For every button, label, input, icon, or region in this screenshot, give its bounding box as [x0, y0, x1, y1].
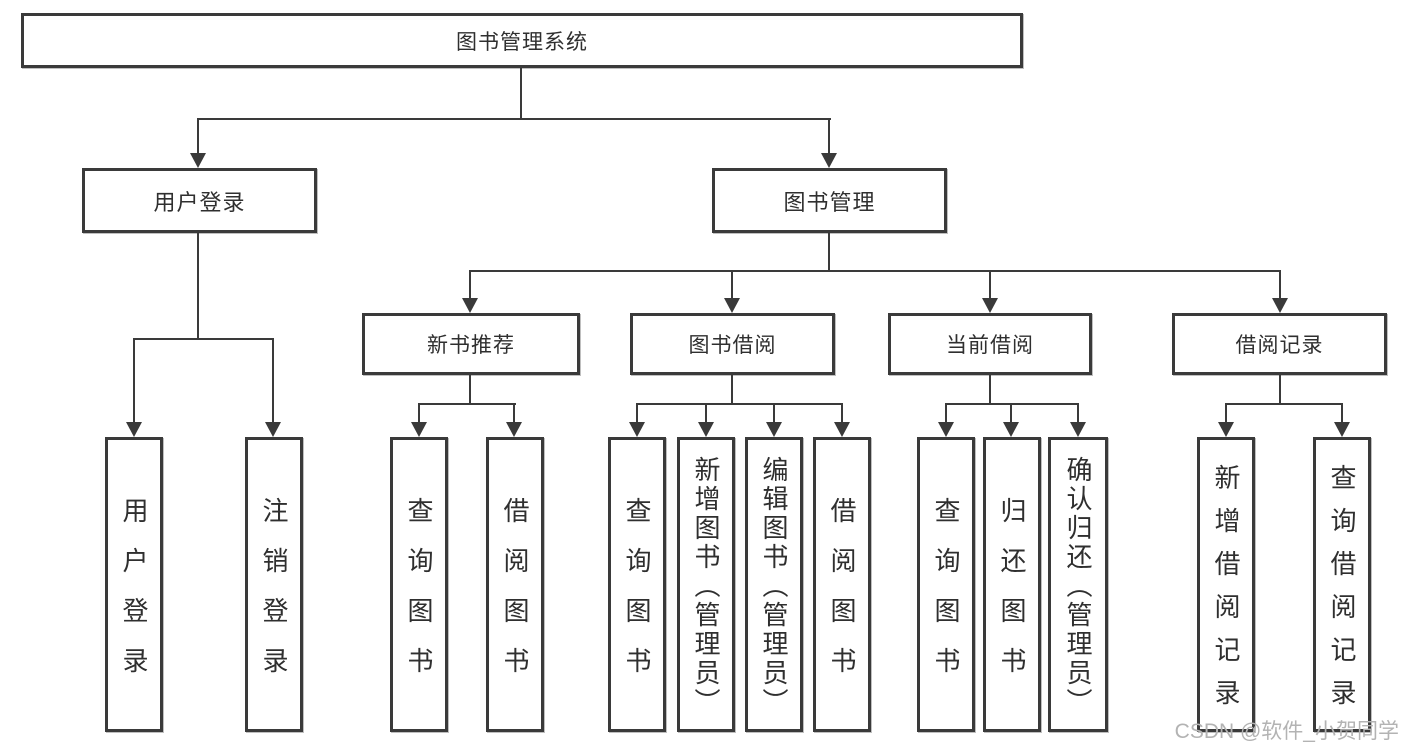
arrow-to-bookmgmt: [821, 153, 837, 168]
node-label: 图书管理: [783, 189, 876, 215]
node-label: 用户登录: [153, 189, 246, 215]
connector-records-rail: [1225, 403, 1343, 405]
leaf-query-borrow-record: 查询借阅记录: [1313, 437, 1371, 732]
arrow-to-leaf: [1003, 422, 1019, 437]
connector-login-leaf1-stem: [133, 338, 135, 423]
arrow-to-bookborrow: [724, 298, 740, 313]
connector-currentborrow-down: [989, 375, 991, 405]
arrow-to-leaf: [834, 422, 850, 437]
connector-stem: [945, 403, 947, 423]
connector-stem: [841, 403, 843, 423]
node-label: 当前借阅: [946, 334, 1034, 357]
leaf-query-books-borrow: 查询图书: [608, 437, 666, 732]
leaf-add-borrow-record: 新增借阅记录: [1197, 437, 1255, 732]
connector-stem: [1077, 403, 1079, 423]
leaf-label: 查询图书: [404, 496, 434, 697]
node-book-borrowing: 图书借阅: [630, 313, 835, 375]
connector-stem: [636, 403, 638, 423]
connector-login-rail: [133, 338, 274, 340]
connector-root-stub: [520, 68, 522, 120]
arrow-to-leaf: [766, 422, 782, 437]
connector-stem: [418, 403, 420, 423]
node-new-book-recommend: 新书推荐: [362, 313, 580, 375]
leaf-label: 新增图书（管理员）: [691, 455, 721, 717]
leaf-label: 查询借阅记录: [1327, 464, 1357, 722]
arrow-to-leaf: [1218, 422, 1234, 437]
leaf-label: 查询图书: [622, 496, 652, 697]
node-current-borrowing: 当前借阅: [888, 313, 1092, 375]
connector-bookborrow-down: [731, 375, 733, 405]
arrow-to-leaf: [698, 422, 714, 437]
connector-bookborrow-stem: [731, 270, 733, 300]
leaf-label: 借阅图书: [500, 496, 530, 697]
arrow-to-leaf: [506, 422, 522, 437]
node-label: 借阅记录: [1235, 334, 1324, 357]
leaf-logout: 注销登录: [245, 437, 303, 732]
node-user-login-group: 用户登录: [82, 168, 317, 233]
leaf-add-book-admin: 新增图书（管理员）: [677, 437, 735, 732]
arrow-to-currentborrow: [982, 298, 998, 313]
leaf-label: 注销登录: [259, 496, 289, 697]
node-library-management-system: 图书管理系统: [21, 13, 1023, 68]
connector-records-stem: [1279, 270, 1281, 300]
leaf-label: 归还图书: [997, 496, 1027, 697]
leaf-label: 查询图书: [931, 496, 961, 697]
arrow-to-leaf: [1334, 422, 1350, 437]
leaf-confirm-return-admin: 确认归还（管理员）: [1048, 437, 1108, 732]
node-label: 图书借阅: [688, 334, 777, 357]
connector-bookmgmt-down: [828, 233, 830, 272]
connector-stem: [1341, 403, 1343, 423]
leaf-edit-book-admin: 编辑图书（管理员）: [745, 437, 803, 732]
node-label: 新书推荐: [427, 334, 515, 357]
connector-level1-rail: [197, 118, 831, 120]
arrow-to-login: [190, 153, 206, 168]
leaf-label: 借阅图书: [827, 496, 857, 697]
node-borrow-records: 借阅记录: [1172, 313, 1387, 375]
leaf-label: 新增借阅记录: [1211, 464, 1241, 722]
arrow-to-leaf: [411, 422, 427, 437]
arrow-to-leaf: [1070, 422, 1086, 437]
connector-newbook-down: [469, 375, 471, 405]
leaf-borrow-books: 借阅图书: [813, 437, 871, 732]
connector-bookmgmt-stem: [828, 118, 830, 155]
connector-login-down: [197, 233, 199, 340]
leaf-query-books-newbook: 查询图书: [390, 437, 448, 732]
connector-currentborrow-rail: [945, 403, 1079, 405]
node-book-management: 图书管理: [712, 168, 947, 233]
connector-currentborrow-stem: [989, 270, 991, 300]
leaf-return-books: 归还图书: [983, 437, 1041, 732]
csdn-watermark: CSDN @软件_小贺同学: [1174, 720, 1399, 743]
arrow-to-logout: [265, 422, 281, 437]
arrow-to-leaf: [629, 422, 645, 437]
leaf-label: 编辑图书（管理员）: [759, 455, 789, 717]
arrow-to-newbook: [462, 298, 478, 313]
connector-login-stem: [197, 118, 199, 155]
arrow-to-records: [1272, 298, 1288, 313]
connector-stem: [705, 403, 707, 423]
leaf-user-login: 用户登录: [105, 437, 163, 732]
leaf-query-books-current: 查询图书: [917, 437, 975, 732]
connector-newbook-stem: [469, 270, 471, 300]
connector-bookborrow-rail: [636, 403, 843, 405]
connector-stem: [1225, 403, 1227, 423]
leaf-borrow-books-newbook: 借阅图书: [486, 437, 544, 732]
connector-stem: [773, 403, 775, 423]
connector-stem: [513, 403, 515, 423]
arrow-to-leaf: [938, 422, 954, 437]
connector-login-leaf2-stem: [272, 338, 274, 423]
leaf-label: 用户登录: [119, 496, 149, 697]
arrow-to-user-login: [126, 422, 142, 437]
connector-level2-rail: [469, 270, 1281, 272]
connector-records-down: [1279, 375, 1281, 405]
connector-newbook-rail: [418, 403, 516, 405]
connector-stem: [1010, 403, 1012, 423]
node-label: 图书管理系统: [456, 30, 588, 54]
leaf-label: 确认归还（管理员）: [1063, 455, 1093, 717]
